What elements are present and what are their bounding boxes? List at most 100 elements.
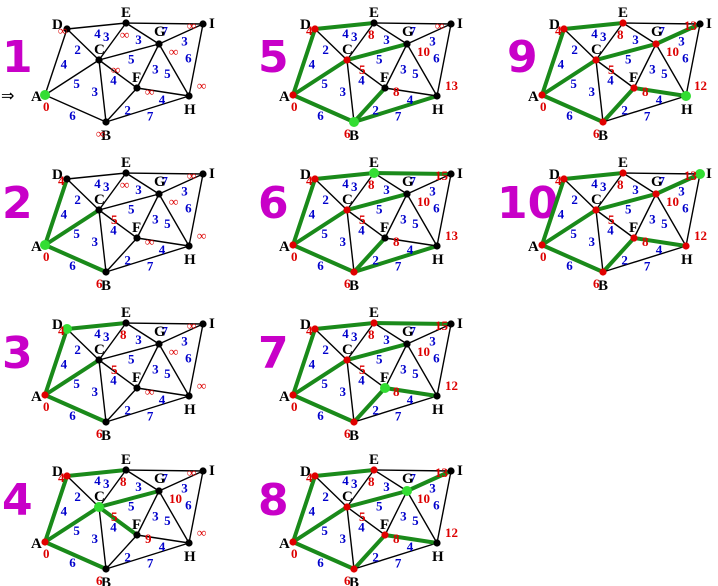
node-label-i: I: [457, 463, 463, 479]
edge-ih: [188, 323, 204, 397]
distance-a: 0: [43, 249, 50, 264]
distance-a: 0: [291, 546, 298, 561]
edge-weight-fh: 4: [159, 92, 166, 107]
edge-weight-cg: 5: [625, 202, 632, 217]
edge-fg: [633, 43, 657, 89]
node-label-i: I: [209, 166, 215, 182]
edge-ab-tree: [43, 540, 108, 571]
node-b: [102, 118, 110, 126]
node-i: [447, 467, 455, 475]
edge-weight-ei: 7: [161, 470, 168, 485]
node-g: [402, 486, 412, 496]
edge-weight-cg: 5: [128, 352, 135, 367]
edge-eg: [125, 172, 160, 195]
edge-weight-ad: 4: [558, 57, 565, 72]
node-h: [682, 242, 690, 250]
distance-h: 12: [445, 525, 458, 540]
node-e: [122, 169, 130, 177]
edge-weight-cf: 4: [358, 72, 365, 87]
edge-weight-bf: 2: [372, 402, 379, 417]
distance-f: ∞: [145, 84, 154, 99]
distance-e: 8: [617, 27, 624, 42]
edge-weight-gh: 5: [412, 66, 419, 81]
node-label-a: A: [528, 89, 539, 105]
edge-fg: [136, 43, 160, 89]
edge-dc: [563, 28, 597, 61]
edge-weight-gh: 5: [164, 66, 171, 81]
node-label-d: D: [300, 167, 311, 183]
distance-d: 4: [58, 173, 65, 188]
node-label-i: I: [457, 316, 463, 332]
distance-d: 4: [555, 173, 562, 188]
node-label-i: I: [209, 16, 215, 32]
edge-ih: [436, 23, 452, 97]
node-label-d: D: [549, 167, 560, 183]
edge-fg: [136, 490, 160, 536]
edge-ac-tree: [540, 58, 598, 97]
step-number: 10: [497, 178, 558, 229]
edge-ih: [685, 173, 701, 247]
node-label-c: C: [94, 489, 105, 505]
node-a: [41, 391, 49, 399]
node-e: [369, 168, 379, 178]
edge-gh: [655, 193, 687, 247]
edge-ad-tree: [291, 474, 317, 544]
edge-weight-ac: 5: [570, 226, 577, 241]
edge-weight-ei: 7: [409, 23, 416, 38]
node-c: [592, 206, 600, 214]
edge-de-tree: [313, 321, 376, 331]
node-d: [63, 472, 71, 480]
node-label-g: G: [154, 324, 166, 340]
edge-ei: [125, 469, 204, 472]
distance-d: 4: [58, 470, 65, 485]
edge-ad-tree: [291, 327, 317, 397]
node-b: [102, 268, 110, 276]
edge-weight-fg: 3: [400, 509, 407, 524]
edge-weight-de: 4: [94, 473, 101, 488]
edge-weight-ad: 4: [558, 207, 565, 222]
edge-bh: [353, 542, 438, 570]
edge-bh: [105, 395, 190, 423]
node-g: [155, 487, 163, 495]
edge-weight-gi: 3: [429, 333, 436, 348]
edge-ih: [188, 23, 204, 97]
distance-b: ∞: [96, 126, 105, 141]
edge-weight-bh: 7: [147, 409, 154, 424]
edge-weight-ec: 3: [351, 179, 358, 194]
edge-fh: [136, 387, 190, 397]
edge-cf-tree: [97, 505, 139, 537]
node-g: [652, 40, 660, 48]
distance-b: 6: [96, 573, 103, 586]
edge-weight-eg: 3: [135, 182, 142, 197]
node-label-a: A: [279, 89, 290, 105]
node-d: [560, 25, 568, 33]
distance-c: 5: [359, 212, 366, 227]
edge-weight-fh: 4: [407, 539, 414, 554]
node-label-h: H: [184, 252, 196, 268]
distance-e: 8: [617, 177, 624, 192]
edge-weight-ih: 6: [433, 497, 440, 512]
node-label-b: B: [101, 428, 111, 444]
edge-weight-gh: 5: [661, 66, 668, 81]
start-arrow-icon: ⇒: [1, 86, 14, 105]
node-label-e: E: [369, 5, 379, 21]
node-h: [433, 242, 441, 250]
edge-ab-tree: [43, 393, 108, 424]
edge-weight-fg: 3: [400, 212, 407, 227]
edge-fg: [384, 343, 408, 389]
edge-fg: [136, 193, 160, 239]
distance-i: ∞: [187, 168, 196, 183]
edge-weight-ac: 5: [73, 76, 80, 91]
distance-f: 8: [642, 84, 649, 99]
edge-weight-de: 4: [94, 326, 101, 341]
node-b: [350, 565, 358, 573]
node-f: [380, 383, 390, 393]
node-label-d: D: [300, 17, 311, 33]
edge-weight-eg: 3: [632, 32, 639, 47]
edge-ec: [346, 172, 375, 211]
edge-weight-fg: 3: [649, 62, 656, 77]
distance-f: ∞: [145, 234, 154, 249]
node-f: [630, 84, 638, 92]
